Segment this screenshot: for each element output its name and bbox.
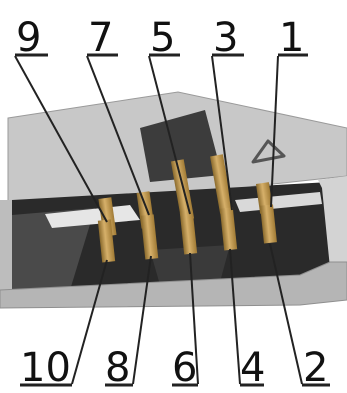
leader-line <box>148 55 191 215</box>
keying-notch <box>140 110 222 182</box>
leader-line <box>269 243 303 385</box>
pin <box>97 219 116 263</box>
leader-line <box>14 55 108 223</box>
leader-line <box>211 55 233 211</box>
pin <box>210 154 233 214</box>
leader-lines-top <box>14 55 279 223</box>
pin1-triangle-marker <box>251 139 286 164</box>
cavity-shading-left <box>12 208 95 292</box>
housing-bottom <box>0 261 347 309</box>
leader-line <box>71 259 108 385</box>
pin-label-8: 8 <box>105 345 130 391</box>
pin <box>140 214 159 260</box>
housing-right-wall <box>318 176 347 268</box>
leader-lines-bottom <box>71 243 303 385</box>
pin <box>219 207 238 251</box>
connector-housing <box>0 91 347 309</box>
bottom-row-labels: 10 8 6 4 2 <box>20 345 328 391</box>
pins-front-row <box>97 204 277 263</box>
pin <box>179 211 198 255</box>
pin-label-2: 2 <box>303 345 328 391</box>
pin-label-4: 4 <box>240 345 265 391</box>
cavity-rail <box>235 192 322 212</box>
cavity-rail <box>45 205 140 228</box>
housing-left-wall <box>0 200 12 296</box>
leader-line <box>189 252 199 385</box>
pin-label-5: 5 <box>150 15 175 61</box>
leader-line <box>132 255 152 385</box>
leader-line <box>86 55 150 216</box>
pin-label-1: 1 <box>279 15 304 61</box>
pin-label-10: 10 <box>20 345 71 391</box>
pin <box>260 204 277 244</box>
pin-label-6: 6 <box>172 345 197 391</box>
pin-label-3: 3 <box>213 15 238 61</box>
leader-line <box>270 55 279 208</box>
top-row-labels: 9 7 5 3 1 <box>16 15 304 61</box>
pin-label-7: 7 <box>88 15 113 61</box>
pin-label-9: 9 <box>16 15 41 61</box>
leader-line <box>229 248 241 385</box>
